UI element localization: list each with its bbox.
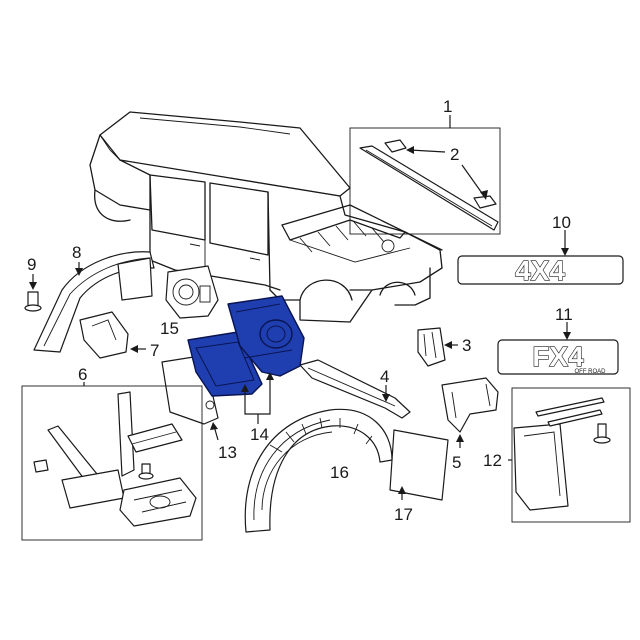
badge-fx4-subtext: OFF ROAD bbox=[575, 369, 607, 375]
callout-1: 1 bbox=[443, 97, 452, 116]
callout-17: 17 bbox=[394, 505, 413, 524]
part-bracket-7 bbox=[79, 311, 146, 359]
part-push-pin-9 bbox=[24, 274, 42, 312]
callout-13: 13 bbox=[218, 443, 237, 462]
callout-labels: 1 2 3 4 5 6 7 8 9 10 11 12 13 14 15 16 1… bbox=[27, 97, 573, 524]
callout-8: 8 bbox=[72, 243, 81, 262]
part-1-box bbox=[349, 127, 501, 235]
part-pad-17 bbox=[389, 429, 449, 501]
part-bracket-3 bbox=[417, 327, 458, 367]
callout-6: 6 bbox=[78, 365, 87, 384]
badge-four-by-four: 4X4 bbox=[457, 230, 624, 287]
callout-4: 4 bbox=[380, 367, 389, 386]
part-carrier-6 bbox=[21, 382, 203, 541]
callout-16: 16 bbox=[330, 463, 349, 482]
callout-12: 12 bbox=[483, 451, 502, 470]
callout-5: 5 bbox=[452, 453, 461, 472]
callout-7: 7 bbox=[150, 341, 159, 360]
part-splash-5 bbox=[441, 377, 499, 448]
callout-9: 9 bbox=[27, 255, 36, 274]
part-fender-flare-8 bbox=[33, 251, 155, 353]
callout-14: 14 bbox=[250, 425, 269, 444]
part-fuel-housing-14 bbox=[187, 295, 305, 424]
callout-3: 3 bbox=[462, 336, 471, 355]
callout-2: 2 bbox=[450, 145, 459, 164]
part-side-rail bbox=[349, 115, 501, 235]
badge-4x4-text: 4X4 bbox=[515, 255, 565, 286]
badge-fx4: FX4 OFF ROAD bbox=[497, 322, 619, 375]
callout-15: 15 bbox=[160, 319, 179, 338]
callout-11: 11 bbox=[555, 305, 573, 324]
part-mudflap-12 bbox=[508, 387, 631, 523]
callout-10: 10 bbox=[552, 213, 571, 232]
part-sill-4 bbox=[299, 359, 411, 419]
part-fuel-pocket-15 bbox=[165, 265, 219, 319]
part-12-box bbox=[511, 387, 631, 523]
badge-fx4-text: FX4 bbox=[532, 341, 584, 372]
part-6-box bbox=[21, 385, 203, 541]
part-wheel-liner-16 bbox=[244, 408, 393, 533]
fuel-housing-rear bbox=[227, 295, 305, 377]
